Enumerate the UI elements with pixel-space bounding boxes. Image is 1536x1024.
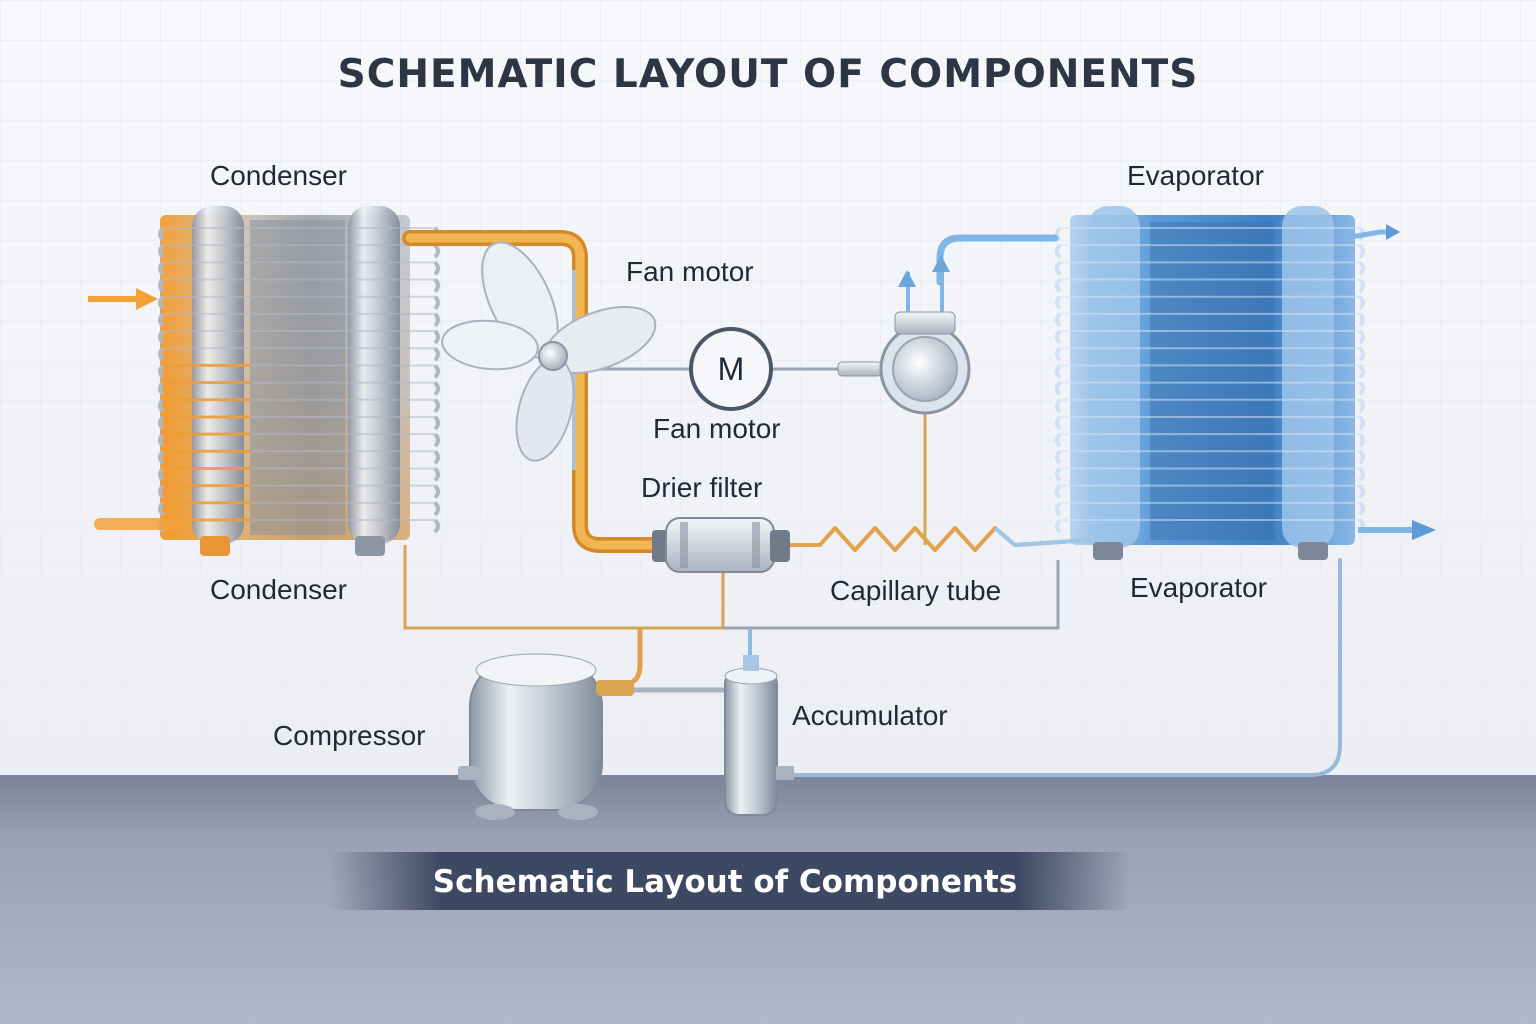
coil-fin	[158, 381, 440, 397]
coil-fin	[158, 329, 440, 345]
motor-symbol: M	[717, 351, 745, 387]
coil-fin	[1055, 449, 1365, 465]
coil-fin	[158, 449, 440, 465]
condenser-label-bottom: Condenser	[210, 574, 347, 605]
coil-fin	[158, 484, 440, 500]
fan-motor-label-top: Fan motor	[626, 256, 754, 287]
coil-fin	[1055, 501, 1365, 517]
footer-title: Schematic Layout of Components	[432, 864, 1018, 900]
coil-fin	[158, 501, 440, 517]
coil-fin	[1055, 312, 1365, 328]
airflow-in-arrow-icon	[88, 288, 158, 310]
coil-fin	[1055, 278, 1365, 293]
coil-fin	[158, 398, 440, 414]
fan-blades-icon	[441, 241, 657, 462]
coil-fin	[1055, 415, 1365, 431]
coil-fin	[1055, 432, 1365, 448]
accumulator-label: Accumulator	[792, 700, 948, 731]
coil-fin	[1055, 381, 1365, 397]
coil-fin	[158, 295, 440, 311]
coil-fin	[158, 243, 440, 259]
coil-fin	[158, 260, 440, 276]
condenser-unit	[158, 206, 440, 556]
hot-discharge-pipe	[402, 230, 673, 553]
drier-filter-label: Drier filter	[641, 472, 763, 503]
coil-fin	[1055, 260, 1365, 276]
condenser-label-top: Condenser	[210, 160, 347, 191]
coil-fin	[158, 312, 440, 328]
drier-filter-icon	[652, 517, 790, 573]
fan-motor-label-bottom: Fan motor	[653, 413, 781, 444]
compressor-label: Compressor	[273, 720, 426, 751]
accumulator-icon	[724, 655, 794, 816]
fan-motor-icon	[689, 327, 773, 411]
coil-fin	[158, 415, 440, 431]
evaporator-label-top: Evaporator	[1127, 160, 1264, 191]
coil-fin	[158, 432, 440, 448]
coil-fin	[158, 346, 440, 362]
capillary-tube-overlay	[993, 526, 1091, 548]
coil-fin	[1055, 484, 1365, 500]
evap-outlet-top-arrow-icon	[1378, 224, 1400, 240]
coil-fin	[1055, 295, 1365, 311]
capillary-tube-label: Capillary tube	[830, 575, 1002, 606]
up-arrow-right-icon	[932, 255, 950, 272]
coil-fin	[1055, 467, 1365, 482]
up-arrow-left-icon	[898, 270, 916, 287]
evap-outlet-bottom-arrow-icon	[1358, 520, 1436, 540]
coil-fin	[1055, 363, 1365, 379]
footer-banner: Schematic Layout of Components	[330, 852, 1130, 910]
compressor-icon	[458, 653, 634, 820]
page-title: SCHEMATIC LAYOUT OF COMPONENTS	[337, 52, 1199, 97]
coil-fin	[158, 278, 440, 293]
coil-fin	[1055, 243, 1365, 259]
evaporator-unit	[1055, 206, 1365, 560]
coil-fin	[1055, 398, 1365, 414]
coil-fin	[1055, 346, 1365, 362]
coil-fin	[158, 363, 440, 379]
coil-fin	[1055, 329, 1365, 345]
coil-fin	[158, 467, 440, 482]
evaporator-label-bottom: Evaporator	[1130, 572, 1267, 603]
